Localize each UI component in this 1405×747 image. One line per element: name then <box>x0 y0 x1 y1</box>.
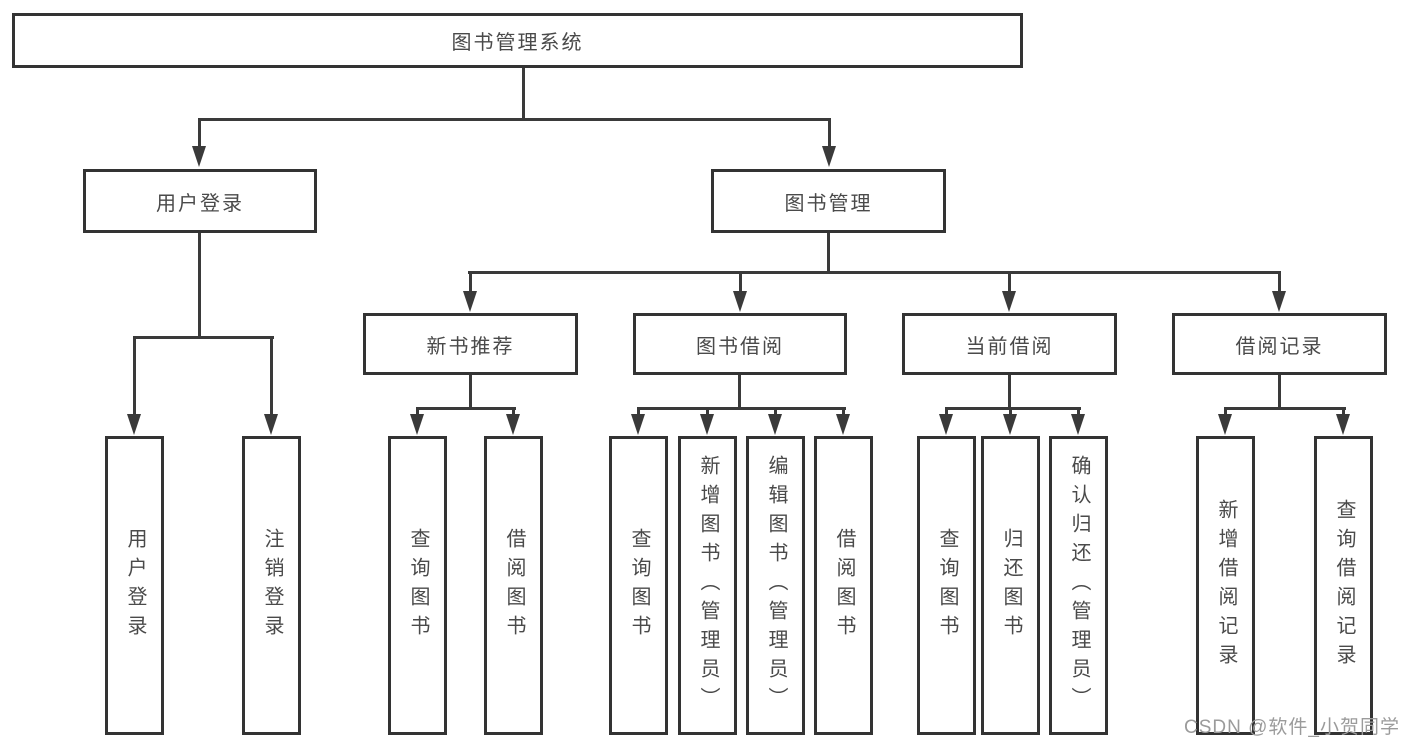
node-label: 图书借阅 <box>696 335 784 358</box>
connector-bar <box>1224 407 1346 410</box>
node-leaf-confirm-return-admin: 确认归还（管理员） <box>1049 436 1108 735</box>
connector-arrow-shaft <box>1076 407 1080 420</box>
node-leaf-add-books-admin: 新增图书（管理员） <box>678 436 737 735</box>
node-label: 新增图书（管理员） <box>697 455 719 716</box>
node-leaf-logout: 注销登录 <box>242 436 301 735</box>
node-label: 用户登录 <box>156 192 244 215</box>
node-label: 图书管理系统 <box>451 32 584 54</box>
node-label: 查询图书 <box>407 527 429 644</box>
connector-stem <box>826 233 830 274</box>
connector-bar <box>133 336 274 339</box>
connector-arrow-shaft <box>197 118 201 152</box>
node-leaf-borrow-books: 借阅图书 <box>484 436 543 735</box>
arrowhead-icon <box>127 414 141 435</box>
arrowhead-icon <box>939 414 953 435</box>
node-leaf-user-login: 用户登录 <box>105 436 164 735</box>
node-label: 新增借阅记录 <box>1215 498 1237 673</box>
connector-stem <box>1277 375 1281 410</box>
connector-arrow-shaft <box>1008 407 1012 420</box>
arrowhead-icon <box>192 146 206 167</box>
connector-arrow-shaft <box>468 271 472 297</box>
connector-arrow-shaft <box>1007 271 1011 297</box>
connector-arrow-shaft <box>636 407 640 420</box>
arrowhead-icon <box>463 291 477 312</box>
connector-stem <box>521 68 525 121</box>
connector-arrow-shaft <box>269 336 273 420</box>
node-label: 新书推荐 <box>426 335 515 358</box>
node-user-login: 用户登录 <box>83 169 317 233</box>
arrowhead-icon <box>410 414 424 435</box>
node-label: 用户登录 <box>124 527 146 644</box>
node-borrow-records: 借阅记录 <box>1172 313 1387 375</box>
node-leaf-borrow-books: 借阅图书 <box>814 436 873 735</box>
node-label: 当前借阅 <box>965 335 1054 358</box>
node-book-management: 图书管理 <box>711 169 946 233</box>
arrowhead-icon <box>1336 414 1350 435</box>
node-label: 查询图书 <box>936 527 958 644</box>
csdn-watermark: CSDN @软件_小贺同学 <box>1184 717 1400 738</box>
arrowhead-icon <box>836 414 850 435</box>
connector-arrow-shaft <box>738 271 742 297</box>
arrowhead-icon <box>1002 291 1016 312</box>
node-label: 借阅图书 <box>503 527 525 644</box>
connector-arrow-shaft <box>705 407 709 420</box>
connector-stem <box>737 375 741 410</box>
node-library-management-system: 图书管理系统 <box>12 13 1023 68</box>
node-label: 查询借阅记录 <box>1333 498 1355 673</box>
node-leaf-search-books: 查询图书 <box>609 436 668 735</box>
node-label: 注销登录 <box>261 527 283 644</box>
arrowhead-icon <box>768 414 782 435</box>
connector-arrow-shaft <box>1277 271 1281 297</box>
connector-arrow-shaft <box>773 407 777 420</box>
arrowhead-icon <box>1218 414 1232 435</box>
node-label: 确认归还（管理员） <box>1068 455 1090 716</box>
connector-arrow-shaft <box>511 407 515 420</box>
node-leaf-return-books: 归还图书 <box>981 436 1040 735</box>
node-label: 借阅记录 <box>1235 335 1324 358</box>
node-leaf-search-books: 查询图书 <box>917 436 976 735</box>
node-leaf-add-borrow-record: 新增借阅记录 <box>1196 436 1255 735</box>
connector-arrow-shaft <box>132 336 136 420</box>
connector-bar <box>198 118 831 121</box>
node-new-book-recommend: 新书推荐 <box>363 313 578 375</box>
connector-arrow-shaft <box>1341 407 1345 420</box>
arrowhead-icon <box>631 414 645 435</box>
connector-stem <box>1007 375 1011 410</box>
connector-arrow-shaft <box>1223 407 1227 420</box>
arrowhead-icon <box>264 414 278 435</box>
node-label: 图书管理 <box>784 192 873 215</box>
node-label: 借阅图书 <box>833 527 855 644</box>
arrowhead-icon <box>733 291 747 312</box>
arrowhead-icon <box>1272 291 1286 312</box>
connector-bar <box>637 407 846 410</box>
connector-bar <box>945 407 1081 410</box>
connector-arrow-shaft <box>944 407 948 420</box>
connector-stem <box>468 375 472 410</box>
node-leaf-search-borrow-record: 查询借阅记录 <box>1314 436 1373 735</box>
arrowhead-icon <box>1003 414 1017 435</box>
arrowhead-icon <box>1071 414 1085 435</box>
connector-arrow-shaft <box>827 118 831 152</box>
arrowhead-icon <box>506 414 520 435</box>
connector-bar <box>468 271 1281 274</box>
connector-bar <box>416 407 516 410</box>
node-label: 归还图书 <box>1000 527 1022 644</box>
node-leaf-search-books: 查询图书 <box>388 436 447 735</box>
connector-stem <box>197 233 201 339</box>
node-current-borrow: 当前借阅 <box>902 313 1117 375</box>
node-label: 查询图书 <box>628 527 650 644</box>
connector-arrow-shaft <box>841 407 845 420</box>
node-leaf-edit-books-admin: 编辑图书（管理员） <box>746 436 805 735</box>
connector-arrow-shaft <box>415 407 419 420</box>
node-label: 编辑图书（管理员） <box>765 455 787 716</box>
node-book-borrow: 图书借阅 <box>633 313 847 375</box>
arrowhead-icon <box>700 414 714 435</box>
arrowhead-icon <box>822 146 836 167</box>
